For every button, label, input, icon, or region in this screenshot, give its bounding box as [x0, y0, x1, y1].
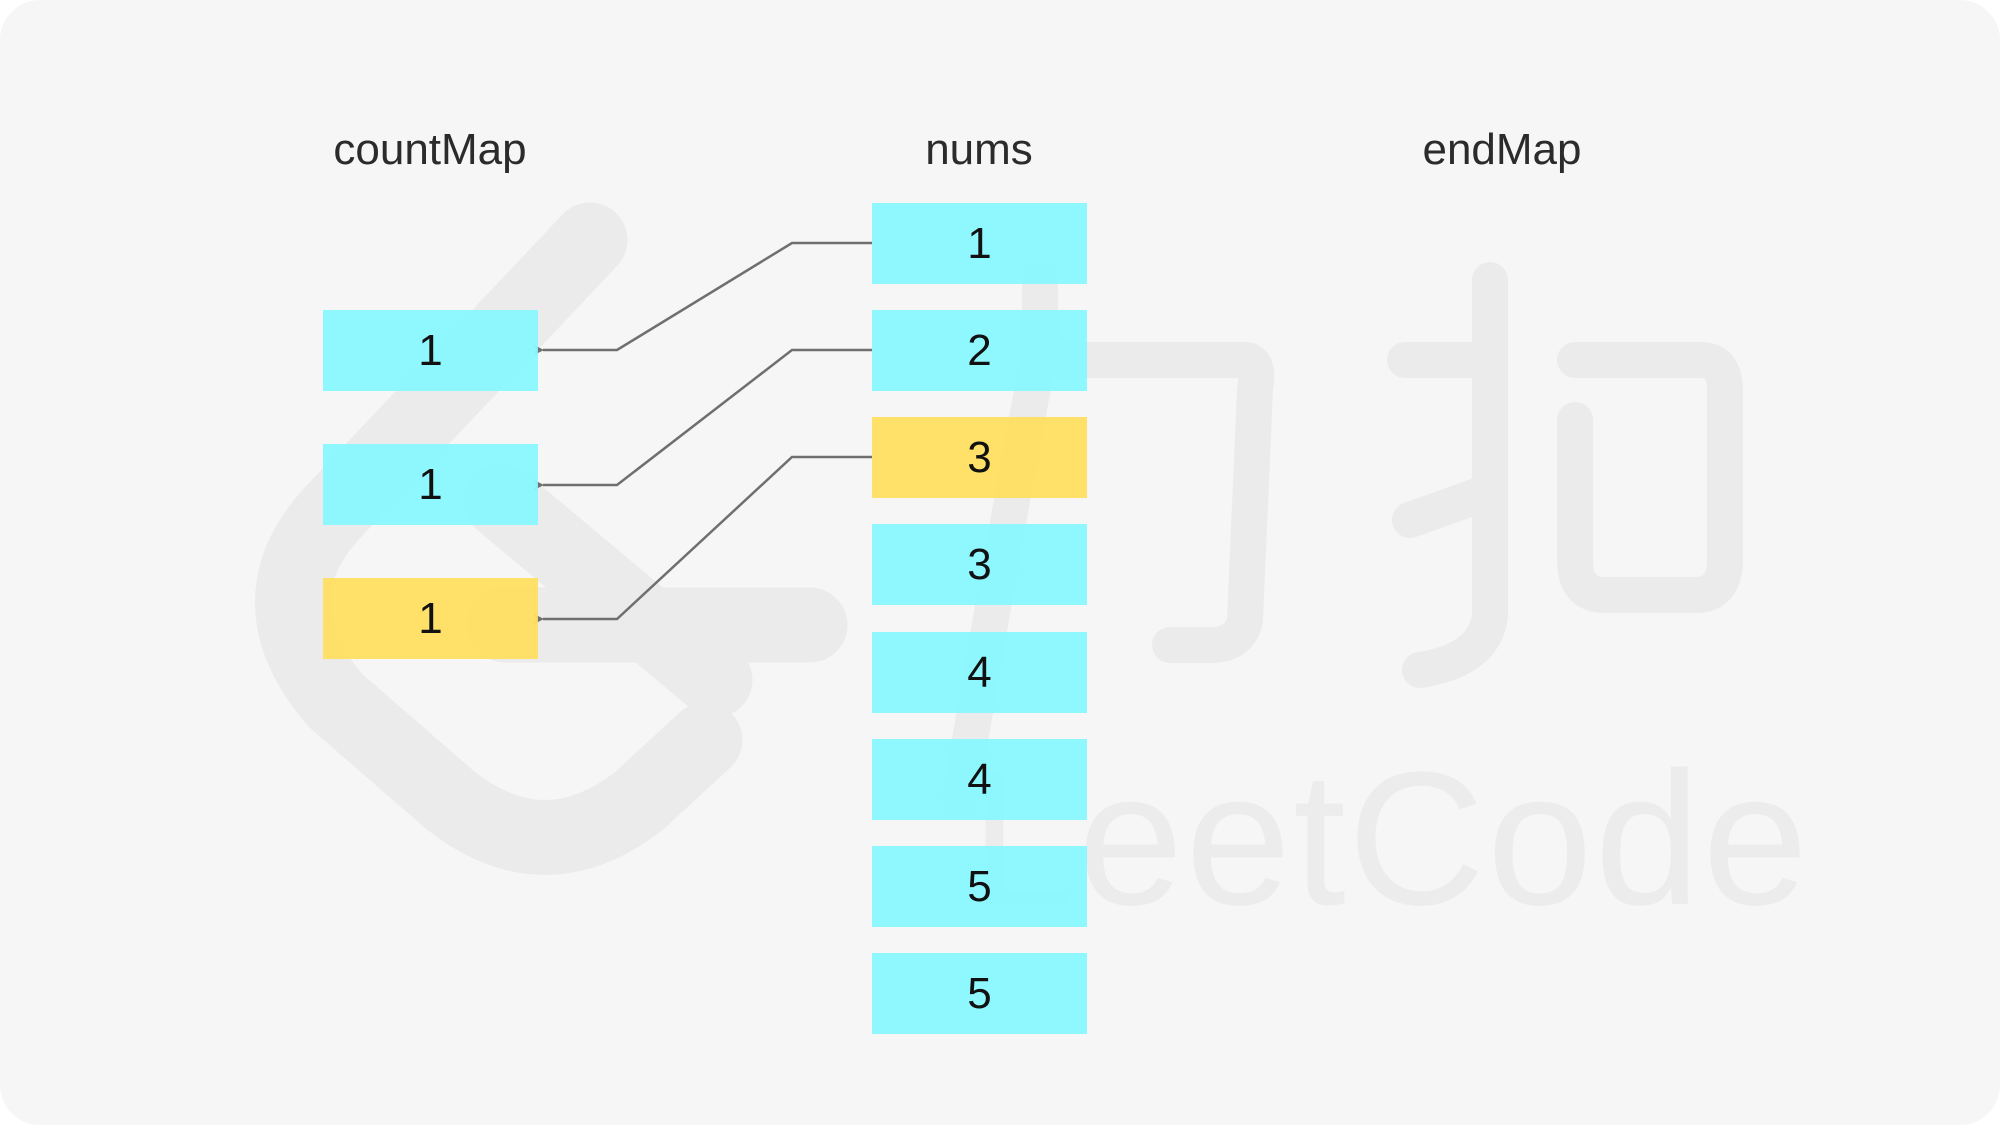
nums-title: nums	[925, 125, 1033, 174]
nums-cell: 5	[872, 846, 1087, 927]
arrow-nums-3-to-count	[534, 455, 872, 624]
nums-cell: 5	[872, 953, 1087, 1034]
endmap-title: endMap	[1422, 125, 1582, 174]
arrow-nums-1-to-count	[534, 241, 872, 355]
leetcode-watermark-text: LeetCode	[970, 733, 1811, 945]
nums-cell: 4	[872, 632, 1087, 713]
nums-cell: 1	[872, 203, 1087, 284]
nums-cell: 2	[872, 310, 1087, 391]
countmap-cell: 1	[323, 444, 538, 525]
nums-cell-highlighted: 3	[872, 417, 1087, 498]
arrow-nums-2-to-count	[534, 348, 872, 490]
countmap-cell: 1	[323, 310, 538, 391]
countmap-title: countMap	[333, 125, 527, 174]
nums-cell: 3	[872, 524, 1087, 605]
countmap-cell-highlighted: 1	[323, 578, 538, 659]
nums-cell: 4	[872, 739, 1087, 820]
